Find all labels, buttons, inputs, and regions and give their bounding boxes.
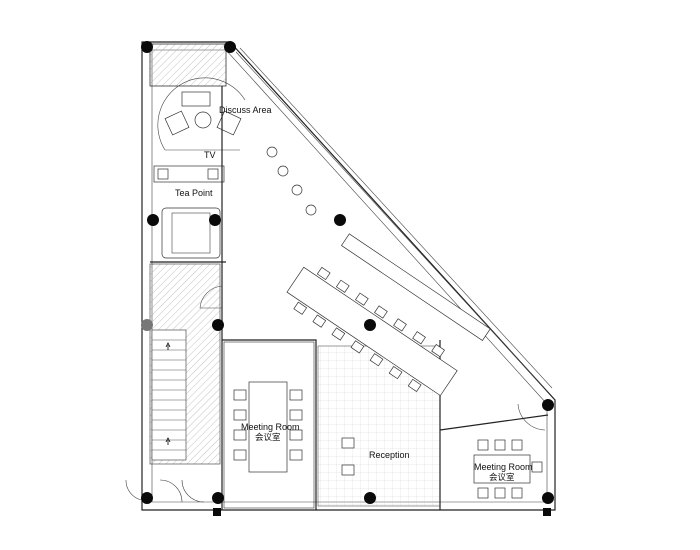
label-reception: Reception [369, 450, 410, 460]
label-meeting-room-2: Meeting Room [474, 462, 533, 472]
staircase [149, 263, 221, 465]
door-swing [125, 285, 546, 503]
sofa [161, 207, 221, 259]
meeting-table [233, 381, 303, 473]
meeting-table [473, 439, 543, 499]
discuss-area [157, 77, 246, 151]
label-meeting-room-1: Meeting Room [241, 422, 300, 432]
label-meeting-room-1-cn: 会议室 [255, 432, 281, 443]
long-table-group [286, 266, 458, 397]
label-tea-point: Tea Point [175, 188, 213, 198]
label-meeting-room-2-cn: 会议室 [489, 472, 515, 483]
tea-point [153, 165, 225, 259]
column-markers [141, 41, 554, 516]
label-tv: TV [204, 150, 216, 160]
window-bench [340, 233, 491, 342]
label-discuss-area: Discuss Area [219, 105, 272, 115]
bar-stools [266, 146, 317, 216]
top-storage-block [149, 43, 227, 87]
reception-chairs [341, 437, 355, 476]
